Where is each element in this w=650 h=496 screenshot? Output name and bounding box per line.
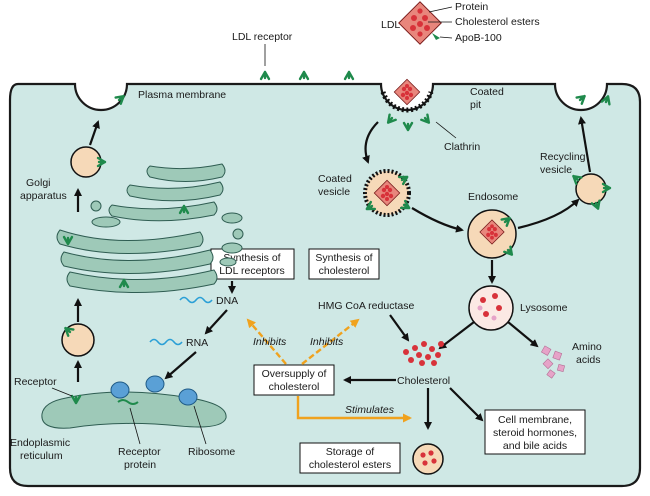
dna-label: DNA	[216, 295, 238, 307]
plasma-membrane-label: Plasma membrane	[138, 89, 226, 101]
svg-text:steroid hormones,: steroid hormones,	[493, 427, 577, 439]
receptor-label: Receptor	[14, 376, 57, 388]
apob100-label: ApoB-100	[455, 32, 502, 44]
svg-text:cholesterol: cholesterol	[269, 381, 320, 393]
receptor-protein-label-1: Receptor	[118, 446, 161, 458]
svg-text:LDL receptors: LDL receptors	[219, 265, 285, 277]
cholesterol-label: Cholesterol	[397, 375, 450, 387]
coated-pit-label-2: pit	[470, 99, 481, 111]
inhibits-label-1: Inhibits	[253, 336, 287, 348]
ribosome-label: Ribosome	[188, 446, 235, 458]
hmg-coa-reductase-label: HMG CoA reductase	[318, 300, 414, 312]
er-transport-vesicle	[61, 323, 95, 357]
amino-acids-label-2: acids	[576, 354, 601, 366]
cell-membrane-box: Cell membrane, steroid hormones, and bil…	[484, 409, 586, 455]
svg-text:cholesterol: cholesterol	[319, 265, 370, 277]
storage-box: Storage of cholesterol esters	[299, 442, 401, 474]
synthesis-ldl-receptors-box: Synthesis of LDL receptors	[210, 248, 295, 280]
stimulates-label: Stimulates	[345, 404, 395, 416]
ldl-label: LDL	[381, 19, 400, 31]
rna-wave	[149, 338, 183, 346]
endosome	[467, 209, 517, 259]
recycling-vesicle-label-1: Recycling	[540, 151, 586, 163]
svg-text:Synthesis of: Synthesis of	[223, 252, 280, 264]
lysosome	[468, 285, 514, 331]
inhibits-label-2: Inhibits	[310, 336, 344, 348]
receptor-protein-label-2: protein	[124, 459, 156, 471]
coated-vesicle	[363, 169, 413, 217]
cholesterol-cluster	[403, 341, 444, 366]
svg-text:Storage of: Storage of	[326, 446, 375, 458]
golgi-transport-vesicle	[70, 146, 107, 178]
membrane-receptors	[259, 70, 355, 81]
ldl-receptor-label: LDL receptor	[232, 31, 293, 43]
golgi-label-2: apparatus	[20, 190, 67, 202]
lysosome-label: Lysosome	[520, 302, 568, 314]
inhibit-arrows	[246, 318, 412, 423]
synthesis-cholesterol-box: Synthesis of cholesterol	[308, 248, 380, 280]
endosome-label: Endosome	[468, 191, 518, 203]
storage-vesicle	[412, 443, 444, 475]
er-label-1: Endoplasmic	[10, 437, 70, 449]
endoplasmic-reticulum	[41, 375, 227, 429]
coated-vesicle-label-2: vesicle	[318, 186, 350, 198]
svg-text:and bile acids: and bile acids	[503, 440, 567, 452]
amino-acids-shapes	[540, 345, 566, 379]
recycling-vesicle	[569, 171, 612, 212]
coated-pit-label-1: Coated	[470, 86, 504, 98]
svg-text:Cell membrane,: Cell membrane,	[498, 414, 572, 426]
er-label-2: reticulum	[20, 450, 63, 462]
amino-acids-label-1: Amino	[572, 341, 602, 353]
golgi-apparatus	[56, 163, 244, 294]
oversupply-box: Oversupply of cholesterol	[253, 364, 335, 396]
svg-text:Oversupply of: Oversupply of	[262, 368, 327, 380]
svg-text:cholesterol esters: cholesterol esters	[309, 459, 391, 471]
rna-label: RNA	[186, 337, 208, 349]
golgi-label-1: Golgi	[26, 177, 51, 189]
recycling-vesicle-label-2: vesicle	[540, 164, 572, 176]
svg-text:Synthesis of: Synthesis of	[315, 252, 372, 264]
protein-label: Protein	[455, 1, 488, 13]
clathrin-label: Clathrin	[444, 141, 480, 153]
dna-wave	[179, 296, 213, 304]
ldl-legend-particle	[398, 1, 442, 45]
coated-pit	[380, 78, 434, 132]
cholesterol-esters-label: Cholesterol esters	[455, 16, 540, 28]
coated-vesicle-label-1: Coated	[318, 173, 352, 185]
